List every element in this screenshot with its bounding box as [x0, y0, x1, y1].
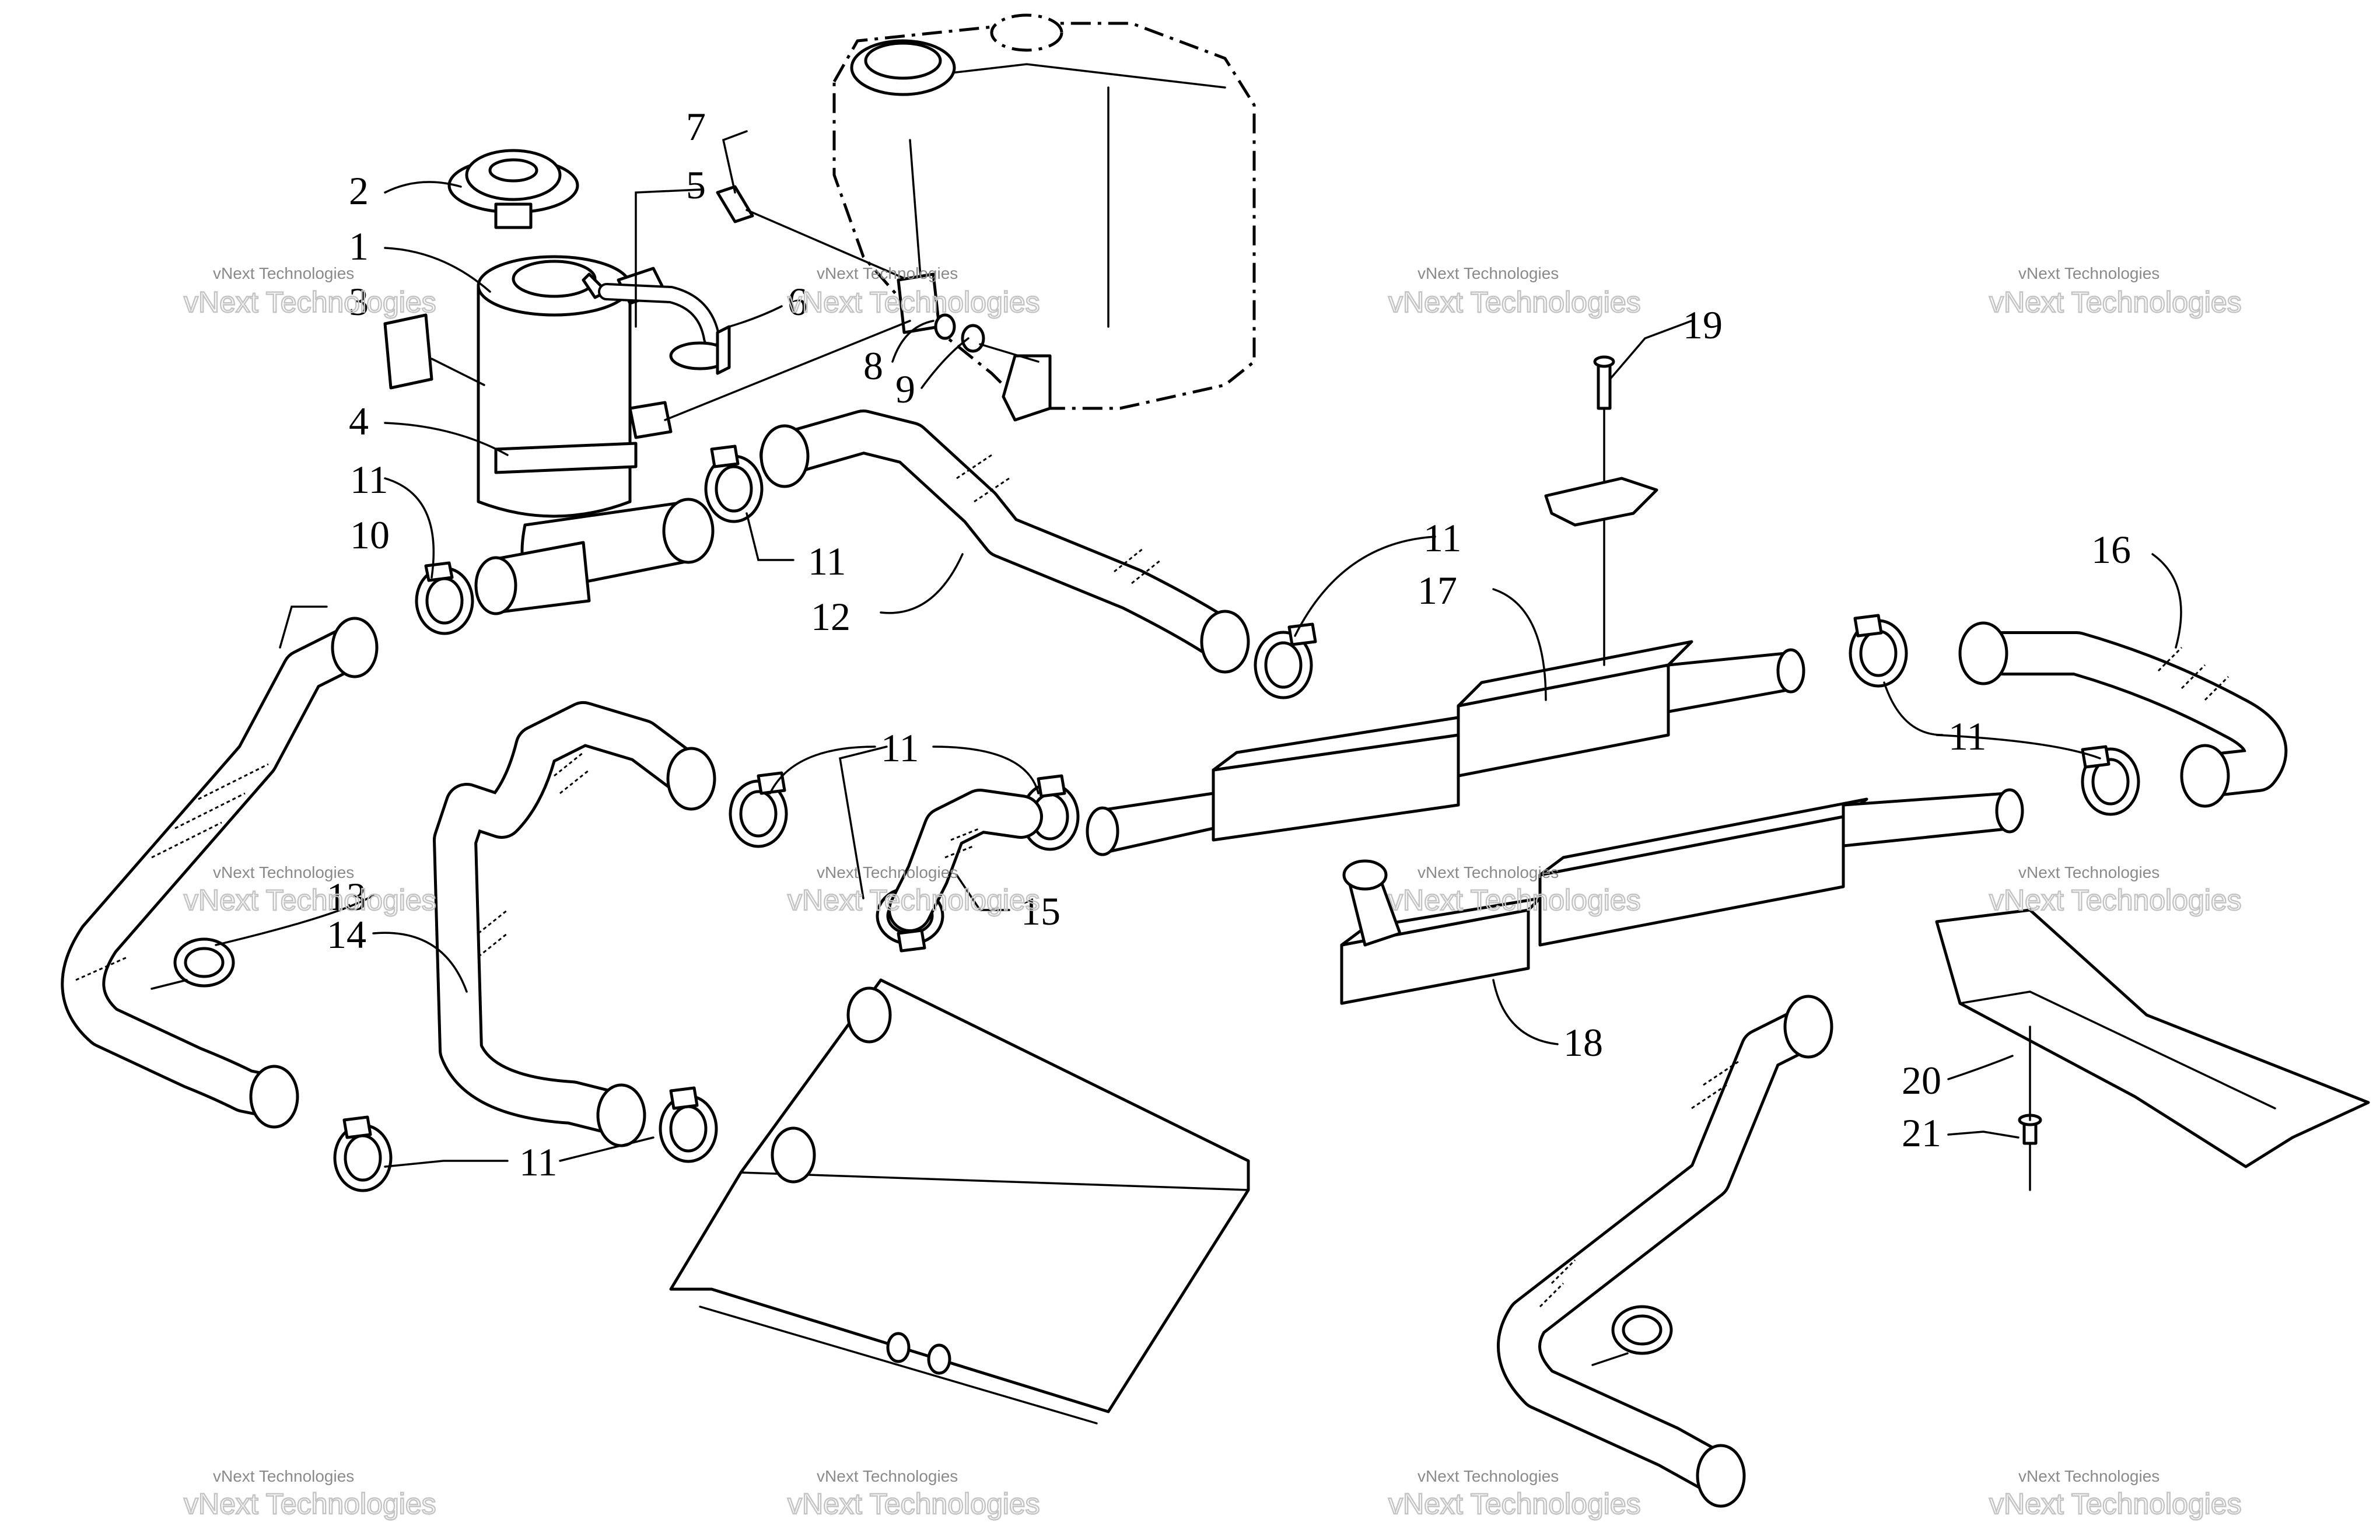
- hose-clamp: [729, 771, 788, 848]
- watermark: vNext Technologies vNext Technologies: [1989, 1467, 2242, 1521]
- svg-text:vNext Technologies: vNext Technologies: [1418, 264, 1559, 282]
- callout-14: 14: [327, 912, 366, 957]
- svg-text:vNext Technologies: vNext Technologies: [213, 1467, 354, 1485]
- svg-text:vNext Technologies: vNext Technologies: [1388, 1488, 1641, 1520]
- callout-15: 15: [1021, 889, 1060, 933]
- watermark: vNext Technologies vNext Technologies: [1388, 264, 1642, 319]
- callout-11: 11: [350, 457, 388, 502]
- svg-text:vNext Technologies: vNext Technologies: [2018, 863, 2160, 881]
- svg-text:vNext Technologies: vNext Technologies: [184, 884, 436, 916]
- hose-clamp: [704, 444, 764, 523]
- svg-text:vNext Technologies: vNext Technologies: [817, 264, 958, 282]
- watermark: vNext Technologies vNext Technologies: [1388, 863, 1642, 917]
- svg-text:vNext Technologies: vNext Technologies: [1989, 286, 2242, 318]
- svg-text:vNext Technologies: vNext Technologies: [788, 286, 1040, 318]
- svg-text:vNext Technologies: vNext Technologies: [213, 264, 354, 282]
- hose-clamp: [150, 937, 235, 990]
- rivet-19: [1544, 355, 1658, 666]
- hose-clamp: [333, 1115, 393, 1192]
- watermark: vNext Technologies vNext Technologies: [183, 863, 437, 917]
- hose-clamp: [659, 1086, 718, 1163]
- callout-9: 9: [895, 367, 915, 411]
- callout-11: 11: [1423, 516, 1461, 560]
- svg-text:vNext Technologies: vNext Technologies: [1388, 286, 1641, 318]
- hose-10: [61, 617, 379, 1129]
- svg-text:vNext Technologies: vNext Technologies: [817, 1467, 958, 1485]
- watermark: vNext Technologies vNext Technologies: [1989, 863, 2242, 917]
- callout-11: 11: [1948, 714, 1986, 758]
- callout-20: 20: [1902, 1058, 1941, 1102]
- hose-clamp: [1849, 614, 1908, 688]
- hose-12: [760, 410, 1250, 674]
- callout-2: 2: [349, 169, 369, 213]
- svg-text:vNext Technologies: vNext Technologies: [817, 863, 958, 881]
- hose-clamp: [2081, 745, 2140, 816]
- callout-3: 3: [349, 279, 369, 324]
- callout-13: 13: [327, 874, 366, 919]
- callout-17: 17: [1418, 568, 1457, 612]
- radiator-panel: [669, 978, 1250, 1424]
- bracket-20: [1935, 908, 2370, 1191]
- callout-18: 18: [1563, 1020, 1603, 1065]
- hose-14: [433, 701, 716, 1147]
- callout-12: 12: [811, 594, 850, 639]
- label-plate: [383, 313, 485, 390]
- lower-hose: [1497, 995, 1833, 1508]
- svg-text:vNext Technologies: vNext Technologies: [1418, 863, 1559, 881]
- callout-5: 5: [686, 163, 706, 207]
- svg-text:vNext Technologies: vNext Technologies: [788, 1488, 1040, 1520]
- callout-11: 11: [808, 539, 846, 583]
- watermark: vNext Technologies vNext Technologies: [183, 264, 437, 319]
- leader-lines: [215, 130, 2182, 1168]
- svg-text:vNext Technologies: vNext Technologies: [788, 884, 1040, 916]
- callout-6: 6: [788, 279, 807, 324]
- callout-11: 11: [881, 726, 919, 770]
- hose-16: [1958, 621, 2288, 808]
- watermark: vNext Technologies vNext Technologies: [787, 264, 1041, 319]
- hose-clamp: [415, 561, 474, 635]
- watermark: vNext Technologies vNext Technologies: [1989, 264, 2242, 319]
- svg-text:vNext Technologies: vNext Technologies: [2018, 1467, 2160, 1485]
- mount-hardware: [664, 185, 1040, 421]
- watermarks: vNext Technologies vNext Technologies vNe…: [183, 264, 2242, 1521]
- hose-clamp: [1254, 622, 1317, 699]
- callout-11: 11: [519, 1140, 557, 1184]
- hose-clamp: [1020, 774, 1080, 851]
- svg-text:vNext Technologies: vNext Technologies: [1388, 884, 1641, 916]
- svg-text:vNext Technologies: vNext Technologies: [213, 863, 354, 881]
- svg-text:vNext Technologies: vNext Technologies: [1418, 1467, 1559, 1485]
- callout-labels: 1 2 3 4 5 6 7 8 9 10 11 11 11 11 11 11 1…: [327, 104, 2131, 1184]
- watermark: vNext Technologies vNext Technologies: [1388, 1467, 1642, 1521]
- hose-clamp-set: [150, 444, 2140, 1366]
- vent-hose: [598, 283, 731, 375]
- callout-10: 10: [350, 513, 390, 557]
- hose-15: [888, 789, 1043, 932]
- svg-text:vNext Technologies: vNext Technologies: [2018, 264, 2160, 282]
- callout-19: 19: [1683, 303, 1723, 347]
- surge-tank: [474, 255, 715, 615]
- svg-text:vNext Technologies: vNext Technologies: [1989, 1488, 2242, 1520]
- callout-16: 16: [2091, 527, 2131, 572]
- watermark: vNext Technologies vNext Technologies: [787, 863, 1041, 917]
- callout-4: 4: [349, 399, 369, 443]
- svg-text:vNext Technologies: vNext Technologies: [184, 1488, 436, 1520]
- heat-exchanger-18: [1340, 788, 2024, 1005]
- callout-1: 1: [349, 224, 369, 268]
- heat-exchanger-17: [1086, 640, 1805, 856]
- coolant-tank: [832, 13, 1256, 422]
- callout-7: 7: [686, 104, 706, 149]
- svg-text:vNext Technologies: vNext Technologies: [1989, 884, 2242, 916]
- watermark: vNext Technologies vNext Technologies: [787, 1467, 1041, 1521]
- callout-8: 8: [863, 344, 883, 388]
- radiator-cap: [447, 149, 579, 229]
- svg-text:vNext Technologies: vNext Technologies: [184, 286, 436, 318]
- watermark: vNext Technologies vNext Technologies: [183, 1467, 437, 1521]
- hose-clamp: [1591, 1305, 1673, 1366]
- callout-21: 21: [1902, 1111, 1941, 1155]
